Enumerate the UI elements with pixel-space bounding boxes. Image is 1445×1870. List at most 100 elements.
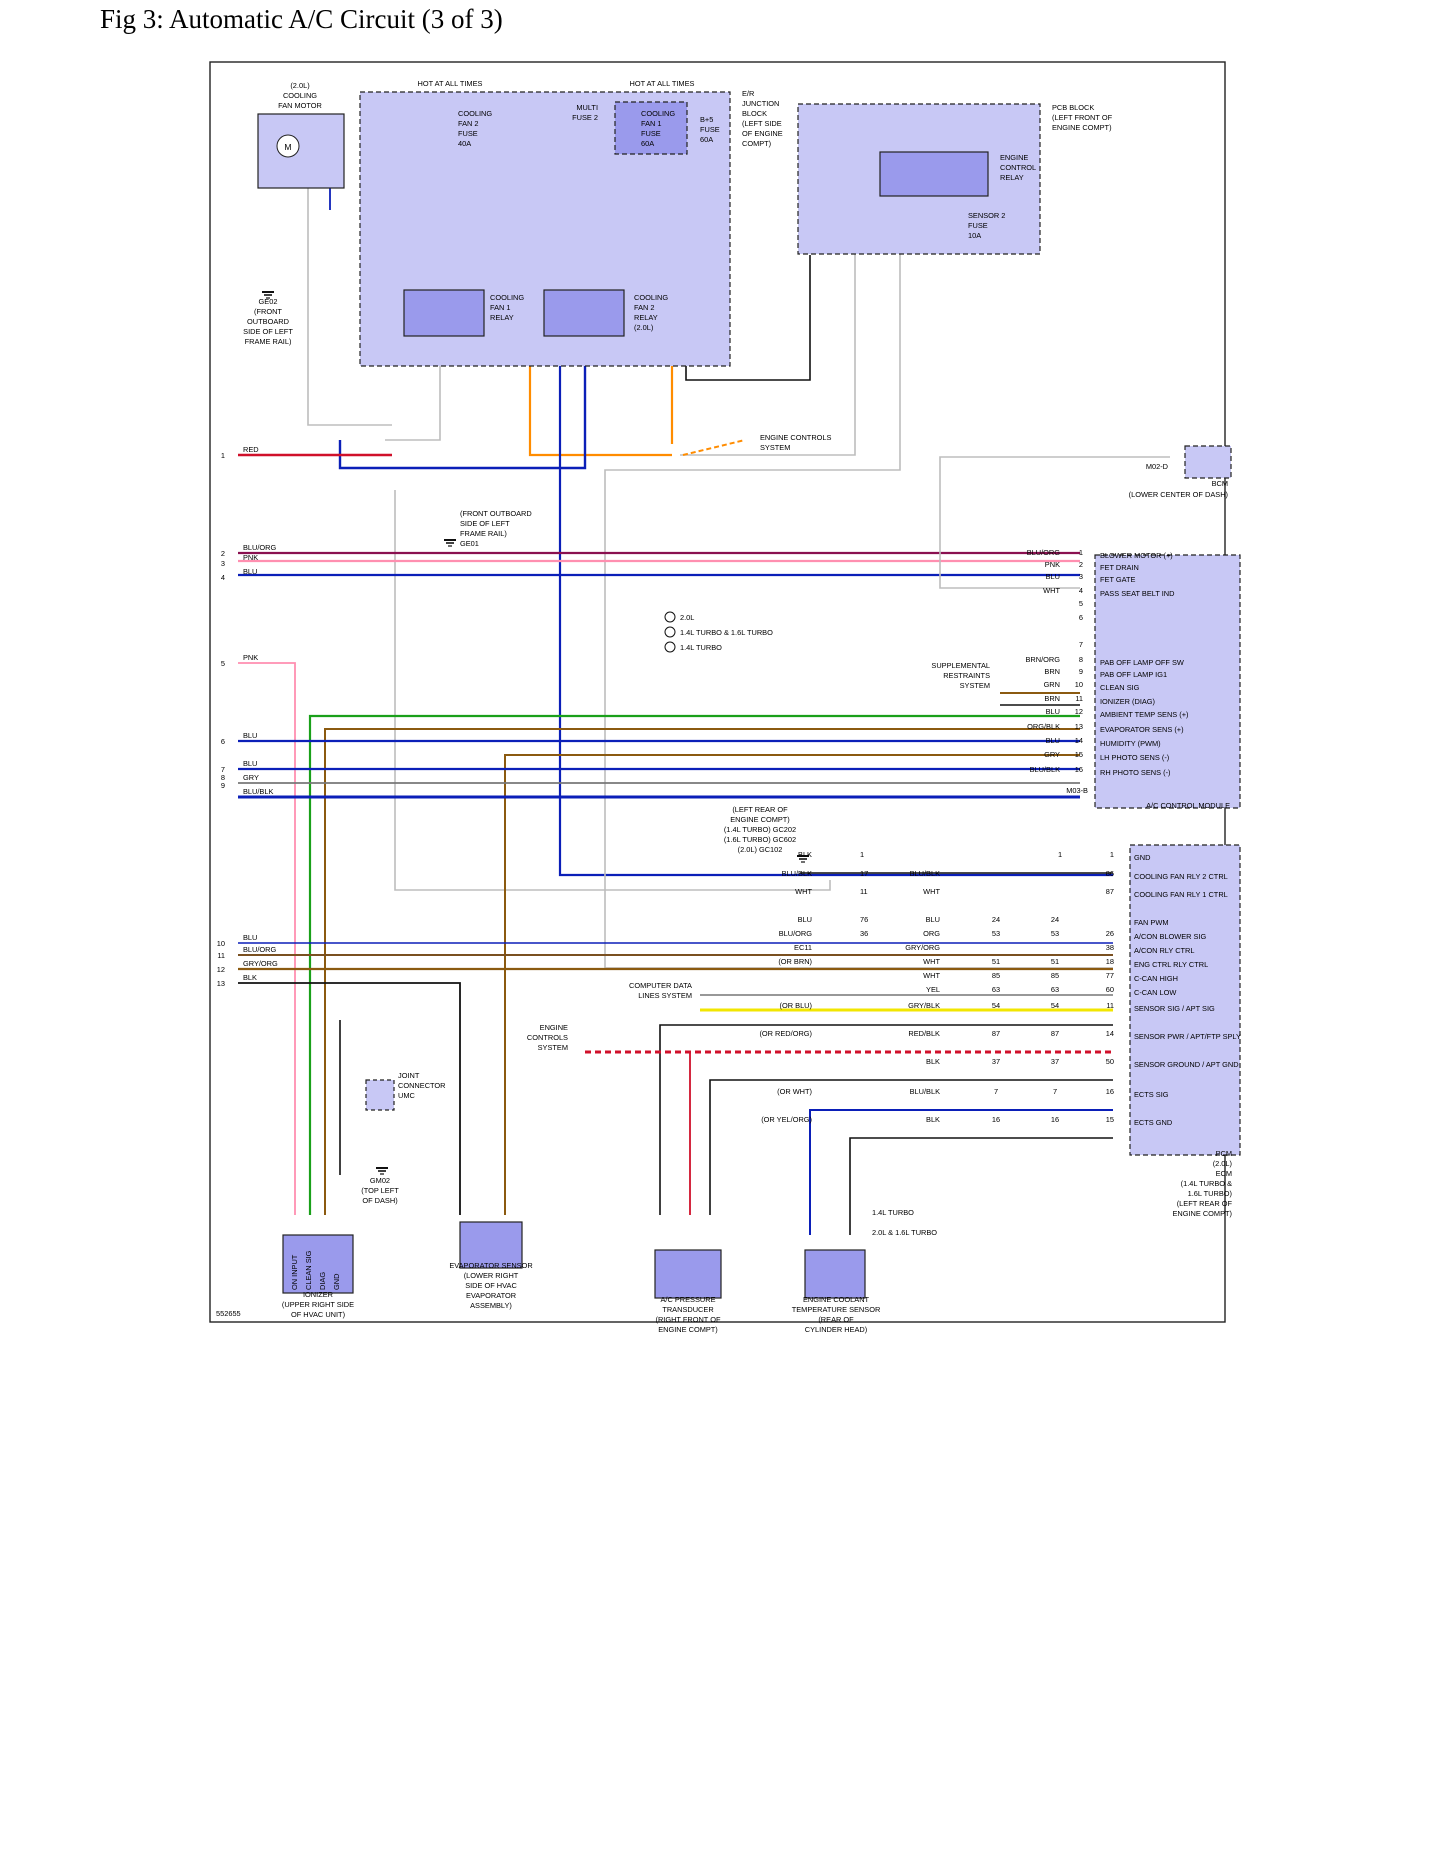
pcm-pin-number: 50	[1106, 1057, 1114, 1066]
blk-ects-gnd	[849, 1137, 1113, 1235]
ionizer-label: IONIZER	[303, 1290, 333, 1299]
ac-pin-function: LH PHOTO SENS (-)	[1100, 753, 1169, 762]
fuse-fan2-label: 40A	[458, 139, 471, 148]
ac-pin-function: HUMIDITY (PWM)	[1100, 739, 1161, 748]
fuse-b5-label: FUSE	[700, 125, 720, 134]
harness-wire-number: 1	[221, 451, 225, 460]
motor-m-glyph: M	[284, 142, 291, 152]
ac-pin-number: 3	[1079, 572, 1083, 581]
pcm-pin-number: 38	[1106, 943, 1114, 952]
pcm-pin-number: 11	[1106, 1001, 1114, 1010]
pcm-wire-color-alt: BLU/BLK	[782, 869, 812, 878]
cooling-fan2-relay	[543, 289, 625, 337]
ge02-label: (FRONT	[254, 307, 282, 316]
pcm-label: (LEFT REAR OF	[1177, 1199, 1233, 1208]
er-junction-label: E/R	[742, 89, 754, 98]
harness-wire-number: 11	[217, 951, 225, 960]
pcm-pin-function: GND	[1134, 853, 1150, 862]
ac-pin-wire-color: GRY	[1044, 750, 1060, 759]
org-dashed-ecs	[682, 439, 746, 456]
fuse-fan1-label: COOLING	[641, 109, 675, 118]
blu-blk-ects	[809, 1109, 1113, 1235]
harness-wire-color: BLU/ORG	[243, 945, 277, 954]
ac-pin-wire-color: BLU/ORG	[1027, 548, 1061, 557]
pnk-ionizer	[238, 662, 296, 1215]
relay1-label: RELAY	[490, 313, 514, 322]
harness-wire-number: 13	[217, 979, 225, 988]
fan-motor-label: COOLING	[283, 91, 317, 100]
evaporator-sensor	[459, 1221, 523, 1269]
ac-pin-number: 10	[1075, 680, 1083, 689]
c200-pin-number: 85	[1051, 971, 1059, 980]
ac-pin-number: 13	[1075, 722, 1083, 731]
ac-pin-wire-color: GRN	[1044, 680, 1060, 689]
ecr-label: RELAY	[1000, 173, 1024, 182]
harness-wire-color: BLU/BLK	[243, 787, 273, 796]
acp-label: ENGINE COMPT)	[658, 1325, 718, 1334]
ac-pin-function: FET GATE	[1100, 575, 1136, 584]
pcm-wire-color: BLU	[926, 915, 940, 924]
ac-module-title: A/C CONTROL MODULE	[1146, 801, 1230, 810]
pcm-pin-function: A/CON BLOWER SIG	[1134, 932, 1207, 941]
component-layer: M	[209, 61, 1241, 1323]
gm02-label: OF DASH)	[362, 1196, 397, 1205]
ge01-label: FRAME RAIL)	[460, 529, 507, 538]
grn-clean	[308, 714, 1080, 1215]
turbo20-note: 2.0L & 1.6L TURBO	[872, 1228, 937, 1237]
ac-pin-wire-color: ORG/BLK	[1027, 722, 1060, 731]
harness-wire-color: BLU	[243, 567, 257, 576]
hot-at-all-times-1: HOT AT ALL TIMES	[418, 79, 483, 88]
pcm-pin-number: 1	[1110, 850, 1114, 859]
pcm-wire-color-alt: (OR BRN)	[778, 957, 812, 966]
ac-pin-number: 4	[1079, 586, 1083, 595]
sensor2-fuse-label: 10A	[968, 231, 981, 240]
pcm-wire-color: BLK	[926, 1115, 940, 1124]
c600-pin-number: 16	[992, 1115, 1000, 1124]
ac-control-module	[1094, 554, 1241, 809]
srs-label: SYSTEM	[960, 681, 990, 690]
joint-connector-umc	[365, 1079, 395, 1111]
pcm-wire-color: RED/BLK	[908, 1029, 940, 1038]
gc-ground-label: (2.0L) GC102	[738, 845, 783, 854]
pcm-pin-function: SENSOR PWR / APT/FTP SPLY	[1134, 1032, 1241, 1041]
ac-pin-function: PAB OFF LAMP IG1	[1100, 670, 1167, 679]
multi-fuse-label: MULTI	[576, 103, 598, 112]
c600-pin-number: 54	[992, 1001, 1000, 1010]
er-junction-label: BLOCK	[742, 109, 767, 118]
ac-pin-function: PAB OFF LAMP OFF SW	[1100, 658, 1184, 667]
joint-connector-label: CONNECTOR	[398, 1081, 446, 1090]
c600-pin-number: 53	[992, 929, 1000, 938]
ac-pin-function: RH PHOTO SENS (-)	[1100, 768, 1171, 777]
legend-1: 2.0L	[680, 613, 694, 622]
pcm-wire-color: GRY/BLK	[908, 1001, 940, 1010]
legend-marker-1	[664, 611, 676, 623]
pcm-pin-function: C-CAN LOW	[1134, 988, 1176, 997]
ionizer-label: (UPPER RIGHT SIDE	[282, 1300, 354, 1309]
relay2-label: FAN 2	[634, 303, 655, 312]
pcm-wire-color: ORG	[923, 929, 940, 938]
ac-pin-function: FET DRAIN	[1100, 563, 1139, 572]
ac-pin-function: IONIZER (DIAG)	[1100, 697, 1155, 706]
relay2-label: COOLING	[634, 293, 668, 302]
gm02-label: GM02	[370, 1176, 390, 1185]
pcm-wire-color-alt: (OR BLU)	[780, 1001, 812, 1010]
ec-pin-number: 11	[860, 887, 868, 896]
ionizer-block	[282, 1234, 354, 1294]
ecs-mid-label: CONTROLS	[527, 1033, 568, 1042]
pcm-wire-color: BLK	[926, 1057, 940, 1066]
pcm-wire-color-alt: BLK	[798, 850, 812, 859]
ect-sensor	[804, 1249, 866, 1299]
pcm-wire-color-alt: (OR YEL/ORG)	[761, 1115, 812, 1124]
wht-bcm	[939, 456, 1170, 589]
pcm-label: ECM	[1216, 1169, 1232, 1178]
pcb-block-label: (LEFT FRONT OF	[1052, 113, 1113, 122]
pcm-wire-color-alt: WHT	[795, 887, 812, 896]
evap-sensor-label: ASSEMBLY)	[470, 1301, 512, 1310]
er-junction-label: OF ENGINE	[742, 129, 783, 138]
pcm-mid-number: 1	[1058, 850, 1062, 859]
ac-pin-number: 11	[1075, 694, 1083, 703]
harness-wire-color: GRY/ORG	[243, 959, 278, 968]
ac-pin-wire-color: BLU	[1046, 572, 1060, 581]
